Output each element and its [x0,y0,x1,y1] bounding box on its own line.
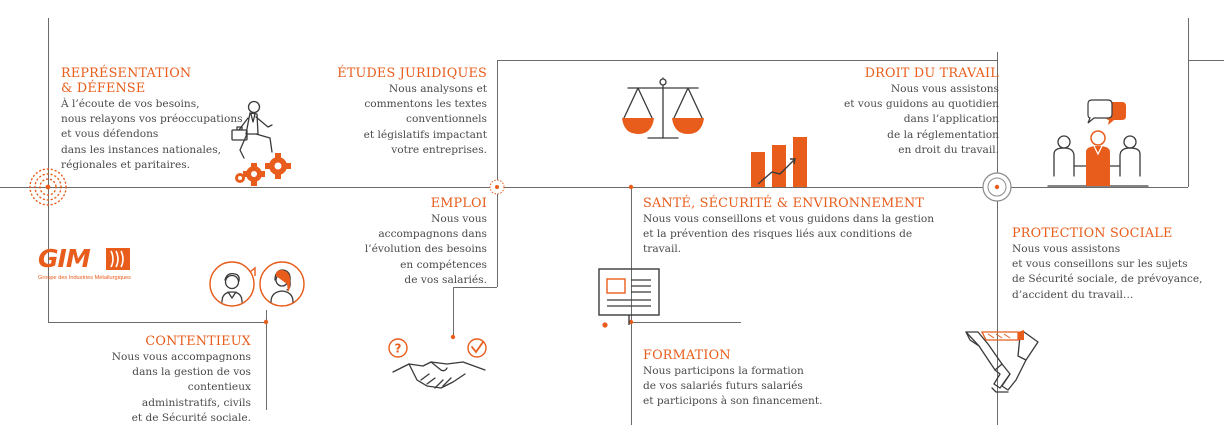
gim-logo: GIM Groupe des Industries Métallurgiques [38,246,138,290]
timeline-node-icon [628,184,634,190]
contentieux-text: Nous vous accompagnons dans la gestion d… [111,351,251,424]
representation-block: REPRÉSENTATION & DÉFENSE À l’écoute de v… [61,66,246,173]
connector [453,287,497,288]
sante-block: SANTÉ, SÉCURITÉ & ENVIRONNEMENT Nous vou… [643,196,943,258]
connector [497,187,498,287]
people-faces-icon [209,261,305,307]
emploi-block: EMPLOI Nous vous accompagnons dans l’évo… [340,196,487,288]
connector [453,287,454,337]
scales-icon [622,77,704,139]
contentieux-title: CONTENTIEUX [145,334,251,349]
svg-text:?: ? [395,342,402,356]
emploi-title: EMPLOI [430,196,487,211]
connector [266,310,267,410]
connector [631,322,741,323]
representation-text: À l’écoute de vos besoins, nous relayons… [61,98,243,171]
connector [497,60,498,187]
connector [1188,18,1189,187]
representation-title: REPRÉSENTATION & DÉFENSE [61,66,192,96]
sante-text: Nous vous conseillons et vous guidons da… [643,213,935,256]
formation-text: Nous participons la formation de vos sal… [643,365,823,408]
connector [997,52,998,187]
etudes-title: ÉTUDES JURIDIQUES [337,66,487,81]
protection-block: PROTECTION SOCIALE Nous vous assistons e… [1012,226,1212,303]
main-timeline [0,187,1188,188]
emploi-text: Nous vous accompagnons dans l’évolution … [364,213,487,286]
droit-title: DROIT DU TRAVAIL [864,66,999,81]
presentation-board-icon [598,268,660,328]
sante-title: SANTÉ, SÉCURITÉ & ENVIRONNEMENT [643,196,925,211]
connector [497,60,997,61]
timeline-node-icon [263,319,269,325]
handshake-icon: ? [388,338,487,389]
connector [997,187,998,425]
connector [48,322,266,323]
droit-text: Nous vous assistons et vous guidons au q… [843,83,999,156]
etudes-block: ÉTUDES JURIDIQUES Nous analysons et comm… [300,66,487,158]
etudes-text: Nous analysons et commentons les textes … [363,83,487,156]
connector [48,187,49,322]
timeline-node-icon [489,179,505,195]
connector [48,18,49,187]
timeline-node-ring-icon [982,172,1012,202]
logo-wordmark: GIM [38,244,91,273]
contentieux-block: CONTENTIEUX Nous vous accompagnons dans … [66,334,251,426]
linked-arms-icon [965,330,1039,393]
protection-text: Nous vous assistons et vous conseillons … [1012,243,1203,301]
formation-block: FORMATION Nous participons la formation … [643,348,833,410]
businessman-gears-icon [231,100,291,186]
timeline-node-sunburst-icon [29,168,67,206]
logo-subtitle: Groupe des Industries Métallurgiques [38,275,131,281]
logo-flag-icon [106,248,130,270]
bar-chart-icon [751,137,807,187]
timeline-node-icon [628,319,634,325]
timeline-node-icon [450,334,456,340]
connector [1188,60,1224,61]
protection-title: PROTECTION SOCIALE [1012,226,1173,241]
formation-title: FORMATION [643,348,731,363]
meeting-people-icon [1047,99,1149,187]
droit-block: DROIT DU TRAVAIL Nous vous assistons et … [800,66,999,158]
